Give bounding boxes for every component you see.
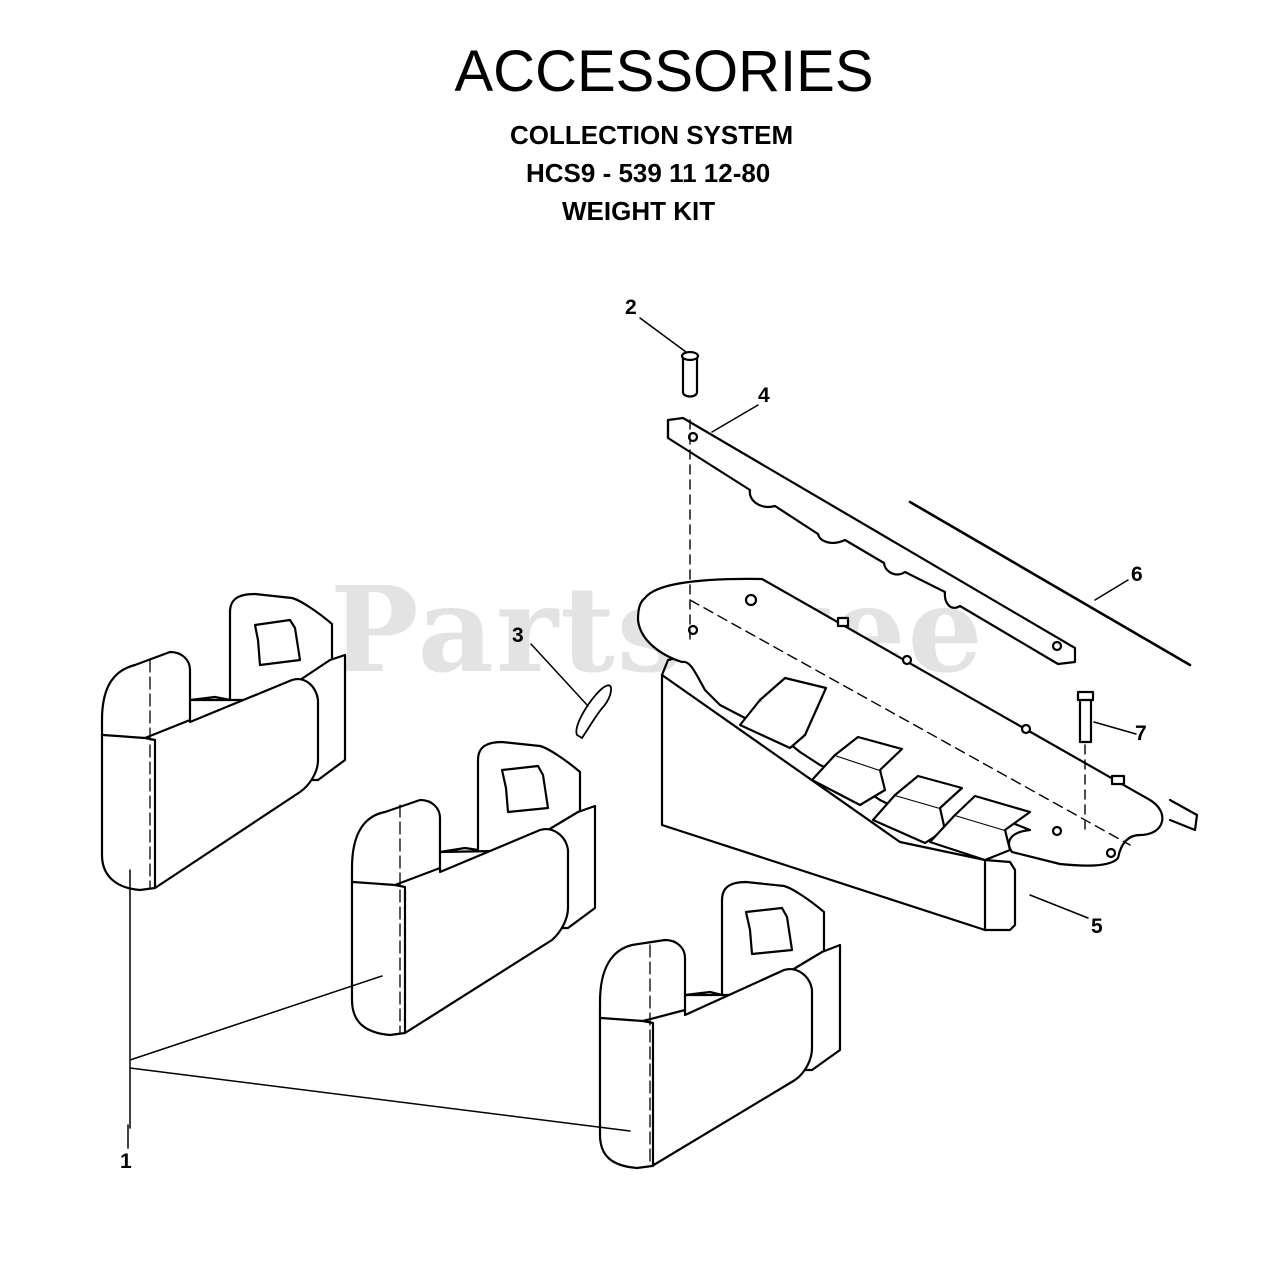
callout-3: 3	[512, 624, 524, 647]
part-6-rod	[908, 500, 1192, 667]
subtitle-collection-system: COLLECTION SYSTEM	[510, 120, 794, 150]
callout-4: 4	[758, 384, 770, 407]
callout-2: 2	[625, 296, 637, 319]
callout-7: 7	[1135, 722, 1147, 745]
subtitle-weight-kit: WEIGHT KIT	[562, 196, 716, 226]
callout-6: 6	[1131, 563, 1143, 586]
part-5-weight-bracket	[636, 577, 1199, 932]
leader-lines	[127, 317, 1137, 1149]
part-2-pin	[680, 350, 700, 641]
part-1-weight-a	[100, 592, 347, 892]
part-4-plate	[666, 416, 1077, 666]
callout-1: 1	[120, 1150, 132, 1173]
part-1-weight-c	[598, 880, 842, 1170]
page-title: ACCESSORIES	[454, 39, 874, 104]
part-1-weight-b	[350, 740, 597, 1037]
part-3-hairpin-clip	[575, 684, 612, 739]
part-7-bolt	[1076, 690, 1095, 833]
callout-5: 5	[1091, 915, 1103, 938]
subtitle-model-number: HCS9 - 539 11 12-80	[526, 158, 771, 188]
